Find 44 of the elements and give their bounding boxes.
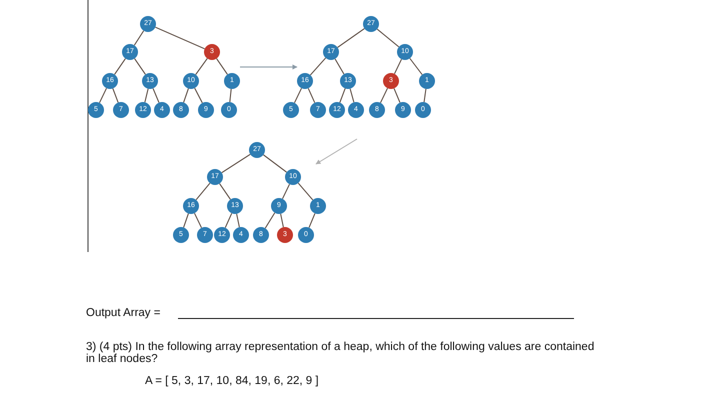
array-text: A = [ 5, 3, 17, 10, 84, 19, 6, 22, 9 ] [145, 375, 319, 387]
tree-edge [134, 58, 146, 75]
tree-edge [409, 58, 423, 76]
tree-edge [380, 88, 388, 104]
tree-edge [194, 212, 202, 228]
tree-edge [194, 88, 203, 104]
tree-edge [98, 88, 108, 104]
tree-edge [424, 88, 426, 103]
tree-edge [112, 88, 119, 104]
tree-edge [229, 88, 232, 103]
arrow [316, 138, 358, 164]
tree-edge [264, 212, 276, 229]
tree-edge [339, 88, 346, 104]
arrow [240, 64, 298, 70]
tree-edge [183, 213, 189, 228]
tree-edge [280, 213, 284, 228]
tree-edge [221, 154, 251, 174]
tree-edge [376, 28, 400, 48]
question-text: 3) (4 pts) In the following array representation of a heap, which of the following values are contained in leaf nodes? [86, 341, 596, 365]
tree-edge [334, 58, 344, 75]
tree-edge [183, 88, 189, 103]
tree-edge [144, 88, 149, 103]
tree-edge [134, 30, 144, 46]
tree-edge [350, 88, 354, 103]
tree-edge [224, 212, 232, 228]
tree-edge [154, 26, 206, 50]
tree-edge [196, 182, 210, 200]
prompt-text: Output Array = [86, 307, 160, 319]
tree-edge [337, 28, 365, 48]
tree-edge [219, 183, 231, 200]
tree-edge [236, 213, 240, 228]
tree-edge [282, 184, 290, 200]
tree-edge [308, 88, 316, 104]
tree-edge [394, 88, 400, 104]
tree-edge [195, 58, 208, 76]
tree-edge [216, 58, 228, 75]
tree-edge [310, 57, 326, 76]
tree-edge [294, 88, 302, 104]
tree-edge [298, 182, 314, 200]
tree-edge [114, 58, 126, 75]
tree-edge [394, 58, 402, 74]
tree-edge [262, 154, 288, 173]
tree-edge [152, 88, 160, 104]
tree-edge [308, 212, 316, 228]
